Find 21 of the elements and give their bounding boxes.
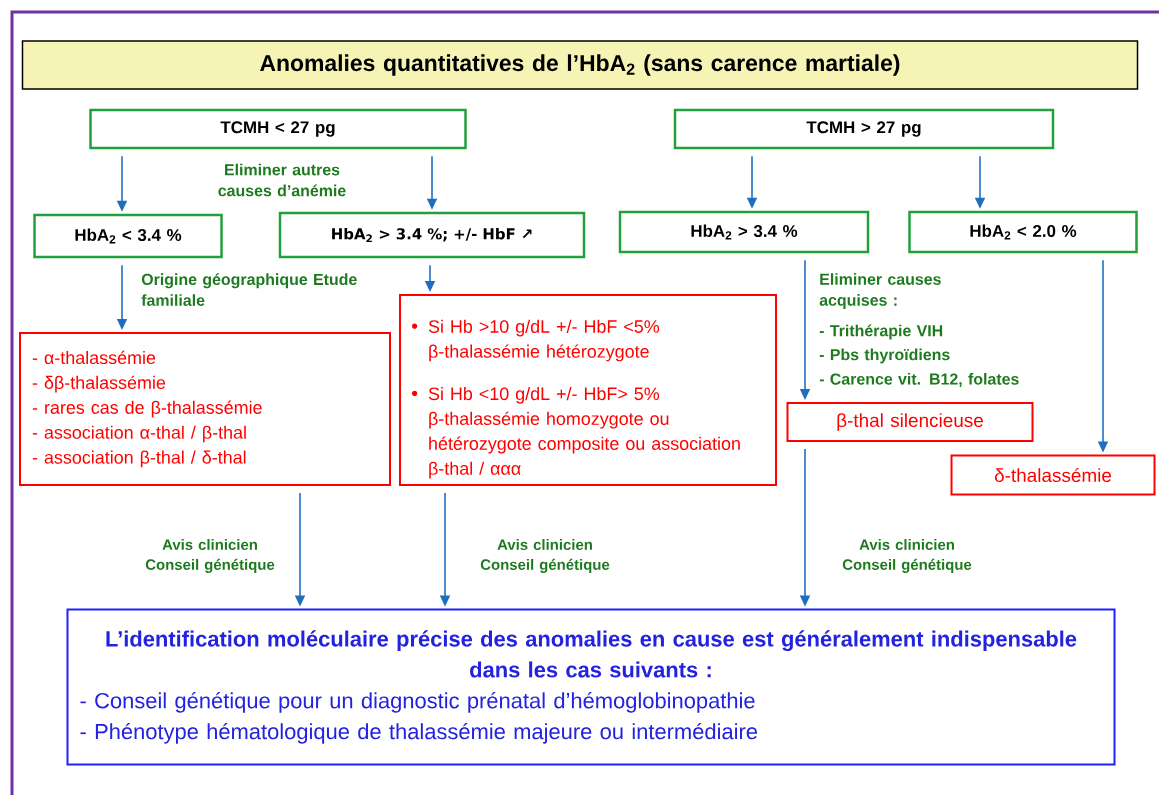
conclusion-box: L’identification moléculaire précise des anomalies en cause est généralement indispensable dans les cas suivants : - Conseil génétique pour un diagnostic prénatal d’hémoglobinopathie - Phénotype hématologique de thalassémie majeure ou intermédiaire: [66, 608, 1116, 766]
note-text: Eliminer autres causes d’anémie: [218, 163, 346, 197]
edge-label: Avis clinicien Conseil génétique: [145, 539, 275, 573]
criterion-box: HbA$_{2}$ < 2.0 %: [908, 210, 1138, 254]
criterion-box: HbA$_{2}$ > 3.4 %: [618, 210, 870, 254]
result-box: Si Hb >10 g/dL +/- HbF <5% β-thalassémie hétérozygote Si Hb <10 g/dL +/- HbF> 5% β-thalassémie homozygote ou hétérozygote composite ou association β-thal / ααα: [399, 294, 777, 486]
criterion-box: HbA$_{2}$ < 3.4 %: [33, 213, 223, 259]
result-box: - α-thalassémie - δβ-thalassémie - rares cas de β-thalassémie - association α-thal / β-thal - association β-thal / δ-thal: [19, 332, 391, 486]
note-text: - Pbs thyroïdiens: [819, 348, 950, 364]
edge-label: Avis clinicien Conseil génétique: [480, 539, 610, 573]
result-box: δ-thalassémie: [950, 454, 1156, 496]
result-box: β-thal silencieuse: [786, 402, 1034, 442]
criterion-box: TCMH > 27 pg: [673, 108, 1055, 150]
criterion-box: TCMH < 27 pg: [89, 108, 467, 150]
edge-label: Eliminer causes acquises :: [819, 273, 941, 309]
edge-label: Origine géographique Etude familiale: [141, 273, 357, 306]
note-text: - Trithérapie VIH: [819, 324, 943, 340]
note-text: - Carence vit. B12, folates: [819, 373, 1019, 387]
edge-label: Avis clinicien Conseil génétique: [842, 539, 972, 573]
title-box: Anomalies quantitatives de l’HbA$_{2}$ (sans carence martiale): [21, 40, 1139, 90]
criterion-box: HbA$_{2}$ > 3.4 %; +/- HbF ↗: [278, 211, 586, 259]
